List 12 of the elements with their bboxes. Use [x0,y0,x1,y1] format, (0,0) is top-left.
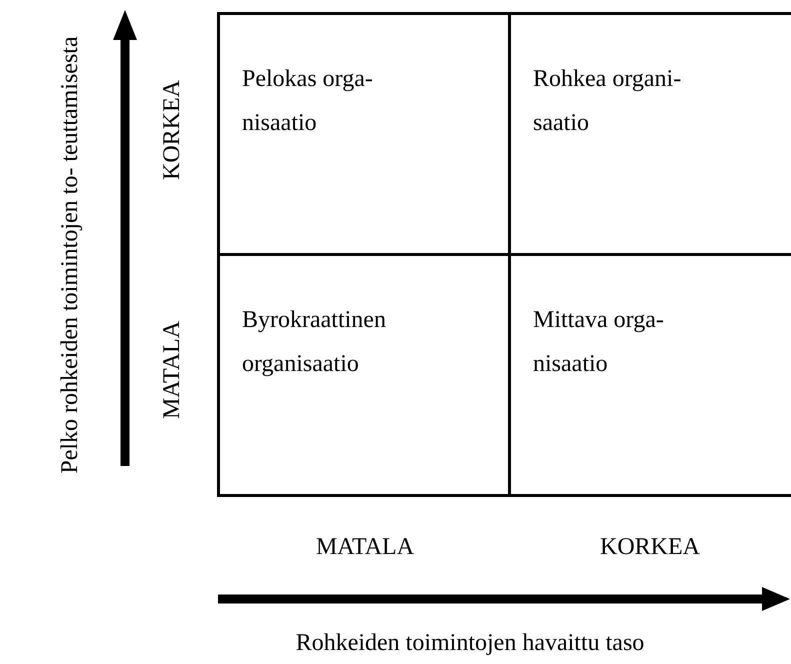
quadrant-label: Pelokas orga- nisaatio [242,65,374,138]
quadrant-box [217,12,511,256]
quadrant-label: Mittava orga- nisaatio [533,306,665,379]
axis-label: MATALA [158,320,186,420]
axis-label: KORKEA [158,80,186,180]
axis-label: MATALA [316,533,414,562]
axis-label: KORKEA [600,533,700,562]
quadrant-label: Rohkea organi- saatio [533,65,682,138]
axis-title: Pelko rohkeiden toimintojen to- teuttamisesta [56,35,84,475]
quadrant-label: Byrokraattinen organisaatio [242,306,387,379]
axis-label: Rohkeiden toimintojen havaittu taso [296,629,644,658]
quadrant-box [217,253,511,497]
